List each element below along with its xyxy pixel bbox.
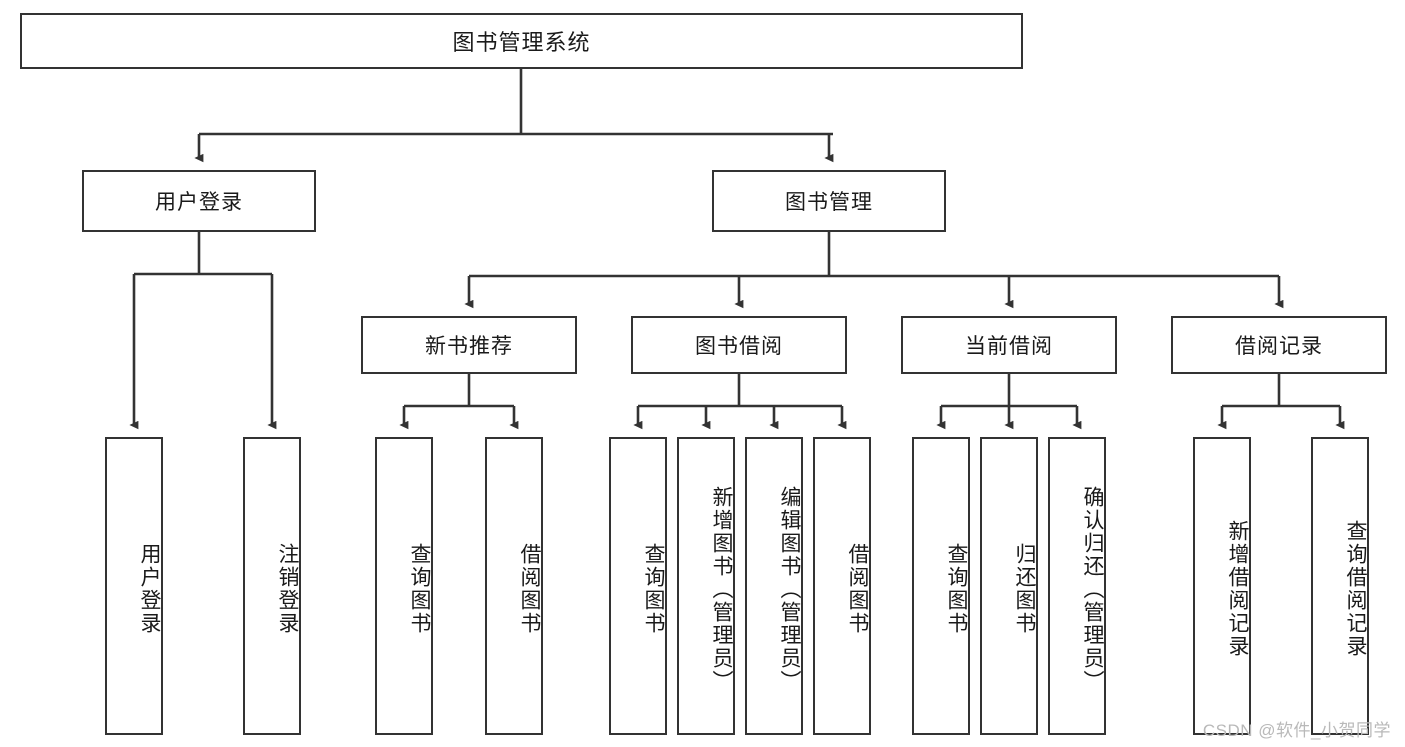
node-label: 归还图书	[1013, 543, 1036, 635]
node-label: 借阅记录	[1235, 335, 1323, 358]
node-borrow-record[interactable]: 借阅记录	[1171, 316, 1387, 374]
node-label: 借阅图书	[846, 543, 869, 635]
node-book-management[interactable]: 图书管理	[712, 170, 946, 232]
node-current-borrow[interactable]: 当前借阅	[901, 316, 1117, 374]
leaf-edit-book-admin[interactable]: 编辑图书（管理员）	[745, 437, 803, 735]
leaf-user-login[interactable]: 用户登录	[105, 437, 163, 735]
node-label: 查询图书	[642, 543, 665, 635]
node-new-book-recommend[interactable]: 新书推荐	[361, 316, 577, 374]
node-label: 图书管理	[785, 191, 873, 214]
node-root-book-management-system[interactable]: 图书管理系统	[20, 13, 1023, 69]
leaf-return-book[interactable]: 归还图书	[980, 437, 1038, 735]
node-label: 查询图书	[945, 543, 968, 635]
node-label: 编辑图书（管理员）	[778, 485, 801, 693]
csdn-watermark: CSDN @软件_小贺同学	[1202, 721, 1391, 740]
node-user-login[interactable]: 用户登录	[82, 170, 316, 232]
node-label: 图书管理系统	[452, 30, 591, 55]
node-label: 新增图书（管理员）	[710, 485, 733, 693]
leaf-query-book-recommend[interactable]: 查询图书	[375, 437, 433, 735]
leaf-query-borrow-record[interactable]: 查询借阅记录	[1311, 437, 1369, 735]
leaf-borrow-book[interactable]: 借阅图书	[813, 437, 871, 735]
node-label: 借阅图书	[518, 543, 541, 635]
node-label: 用户登录	[138, 543, 161, 635]
node-label: 新书推荐	[425, 335, 513, 358]
node-label: 用户登录	[155, 191, 243, 214]
node-label: 确认归还（管理员）	[1081, 485, 1104, 693]
leaf-logout-login[interactable]: 注销登录	[243, 437, 301, 735]
node-label: 新增借阅记录	[1226, 520, 1249, 658]
leaf-confirm-return-admin[interactable]: 确认归还（管理员）	[1048, 437, 1106, 735]
node-label: 查询图书	[408, 543, 431, 635]
leaf-query-book-current[interactable]: 查询图书	[912, 437, 970, 735]
leaf-add-borrow-record[interactable]: 新增借阅记录	[1193, 437, 1251, 735]
node-label: 注销登录	[276, 543, 299, 635]
node-book-borrow[interactable]: 图书借阅	[631, 316, 847, 374]
leaf-query-book-borrow[interactable]: 查询图书	[609, 437, 667, 735]
leaf-borrow-book-recommend[interactable]: 借阅图书	[485, 437, 543, 735]
leaf-add-book-admin[interactable]: 新增图书（管理员）	[677, 437, 735, 735]
node-label: 图书借阅	[695, 335, 783, 358]
node-label: 当前借阅	[965, 335, 1053, 358]
node-label: 查询借阅记录	[1344, 520, 1367, 658]
